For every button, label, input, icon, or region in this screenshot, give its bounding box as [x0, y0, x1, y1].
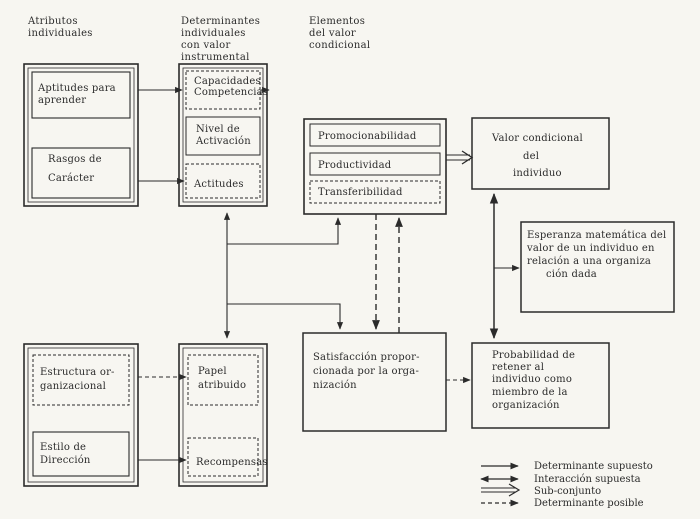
box-line: Satisfacción propor-	[313, 352, 420, 363]
header-line: del valor	[309, 28, 356, 39]
box-line: miembro de la	[492, 387, 568, 398]
box-line: del	[523, 151, 539, 162]
group-organizacion	[23, 343, 139, 487]
arrow-elementos-valor-head	[461, 150, 474, 165]
box-line: Competencias	[194, 87, 268, 98]
box-line: Nivel de	[196, 124, 240, 135]
header-line: individuales	[28, 28, 93, 39]
header-elementos: Elementos del valor condicional	[309, 16, 370, 51]
box-productividad: Productividad	[309, 152, 441, 176]
box-line: nización	[313, 380, 357, 391]
box-line: organización	[492, 400, 560, 411]
legend-label: Determinante posible	[534, 498, 644, 509]
box-line: individuo	[513, 168, 562, 179]
header-determinantes: Determinantes individuales con valor ins…	[181, 16, 260, 63]
connectors	[138, 86, 520, 464]
box-line: Actitudes	[193, 179, 244, 190]
arrow-to-elementos	[227, 217, 342, 245]
box-line: Recompensas	[196, 457, 268, 468]
box-line: Rasgos de	[48, 154, 102, 165]
box-rasgos: Rasgos de Carácter	[31, 147, 131, 199]
box-actitudes: Actitudes	[185, 163, 261, 199]
box-line: ganizacional	[40, 381, 106, 392]
box-satisfaccion: Satisfacción propor- cionada por la orga…	[302, 332, 447, 432]
box-line: Promocionabilidad	[318, 131, 417, 142]
box-line: Carácter	[48, 173, 94, 184]
group-papel	[178, 343, 268, 487]
box-line: Productividad	[318, 160, 392, 171]
box-estilo: Estilo de Dirección	[32, 431, 130, 477]
legend-item-solid: Determinante supuesto	[481, 461, 653, 472]
box-probabilidad: Probabilidad de retener al individuo com…	[471, 342, 610, 429]
legend-label: Interacción supuesta	[534, 474, 641, 485]
legend-label: Sub-conjunto	[534, 486, 601, 497]
legend: Determinante supuesto Interacción supues…	[480, 461, 653, 509]
legend-label: Determinante supuesto	[534, 461, 653, 472]
box-line: Valor condicional	[491, 133, 583, 144]
header-line: condicional	[309, 40, 370, 51]
box-line: individuo como	[492, 374, 572, 385]
box-estructura: Estructura or- ganizacional	[32, 354, 130, 406]
arrow-to-satisfaccion	[227, 303, 344, 330]
box-promocionabilidad: Promocionabilidad	[309, 123, 441, 147]
box-line: aprender	[38, 95, 86, 106]
box-line: Dirección	[40, 455, 91, 466]
box-line: Aptitudes para	[37, 83, 116, 94]
header-line: con valor	[181, 40, 231, 51]
box-line: retener al	[492, 362, 544, 373]
legend-item-double: Interacción supuesta	[480, 474, 641, 485]
box-line: Transferibilidad	[318, 187, 403, 198]
header-line: Atributos	[27, 16, 78, 27]
box-aptitudes: Aptitudes para aprender	[31, 71, 131, 119]
box-line: Estructura or-	[40, 367, 115, 378]
box-valor-condicional: Valor condicional del individuo	[471, 117, 610, 190]
box-capacidades: Capacidades Competencias	[185, 70, 268, 110]
group-atributos	[23, 63, 139, 207]
box-line: ción dada	[546, 269, 597, 280]
box-line: valor de un individuo en	[526, 243, 655, 254]
header-line: Elementos	[309, 16, 365, 27]
header-line: instrumental	[181, 52, 250, 63]
group-determinantes	[178, 63, 268, 207]
box-line: relación a una organiza	[527, 256, 651, 267]
box-line: Probabilidad de	[492, 350, 575, 361]
box-transferibilidad: Transferibilidad	[309, 180, 441, 204]
box-line: Estilo de	[40, 442, 86, 453]
box-line: Capacidades	[194, 76, 261, 87]
box-esperanza: Esperanza matemática del valor de un ind…	[520, 221, 675, 313]
header-line: individuales	[181, 28, 246, 39]
legend-item-dashed: Determinante posible	[481, 498, 644, 509]
box-line: Papel	[198, 366, 227, 377]
group-elementos	[303, 118, 447, 215]
box-nivel: Nivel de Activación	[185, 116, 261, 156]
header-line: Determinantes	[181, 16, 260, 27]
box-line: Esperanza matemática del	[527, 230, 666, 241]
box-recompensas: Recompensas	[187, 437, 268, 477]
box-papel: Papel atribuido	[187, 354, 259, 406]
legend-item-subset: Sub-conjunto	[481, 483, 601, 497]
box-line: Activación	[195, 136, 251, 147]
box-line: cionada por la orga-	[313, 366, 419, 377]
header-atributos: Atributos individuales	[27, 16, 93, 39]
box-line: atribuido	[198, 380, 246, 391]
